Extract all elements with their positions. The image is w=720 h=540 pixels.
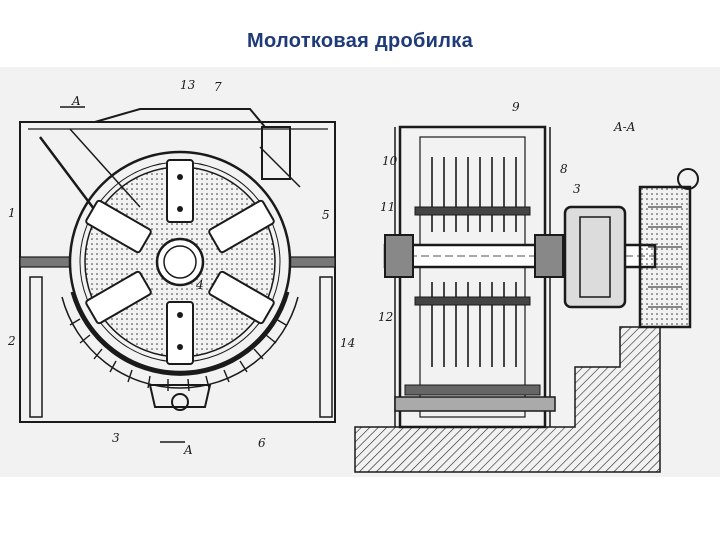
slide-title: Молотковая дробилка: [247, 30, 473, 52]
label-4: 4: [195, 278, 204, 292]
label-14: 14: [340, 336, 355, 350]
section-mark-a-top: A: [71, 94, 81, 108]
label-9: 9: [512, 100, 520, 114]
label-13: 13: [180, 78, 196, 92]
right-section-view: [354, 125, 699, 473]
technical-drawing-svg: 13 7 1 5 2 14 3 4 6 A A: [7, 78, 699, 473]
label-3-left: 3: [112, 431, 120, 445]
label-10: 10: [382, 154, 398, 168]
label-8: 8: [560, 162, 568, 176]
section-title-a-a: A-A: [613, 120, 636, 134]
label-5: 5: [322, 208, 330, 222]
left-cross-section-view: [19, 106, 336, 443]
label-12: 12: [378, 310, 393, 324]
label-6: 6: [258, 436, 266, 450]
label-1: 1: [8, 206, 16, 220]
label-7: 7: [214, 80, 222, 94]
label-11: 11: [380, 200, 395, 214]
section-mark-a-bottom: A: [183, 443, 193, 457]
hammer-crusher-drawing: 13 7 1 5 2 14 3 4 6 A A: [0, 67, 720, 477]
label-2: 2: [7, 334, 16, 348]
label-3-right: 3: [573, 182, 581, 196]
